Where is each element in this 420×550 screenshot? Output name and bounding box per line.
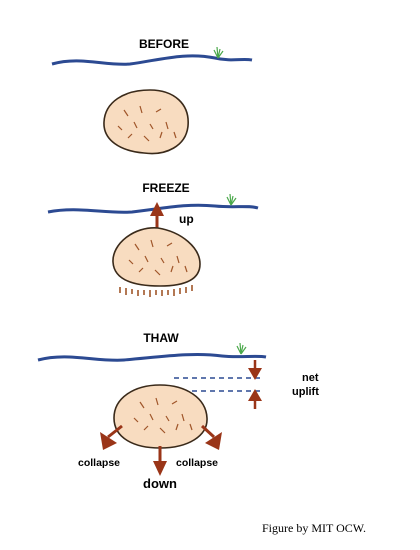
grass-thaw [236, 342, 247, 355]
ground-surface-before [51, 54, 253, 66]
up-label: up [179, 212, 194, 226]
thaw-title: THAW [143, 331, 179, 345]
freeze-title: FREEZE [142, 181, 189, 195]
net-uplift-label-line1: net [302, 372, 319, 384]
rock-before [103, 89, 189, 155]
ground-surface-thaw [37, 353, 267, 362]
panel-freeze: FREEZE up [47, 181, 259, 297]
collapse-arrow-left [100, 424, 123, 450]
up-arrow [150, 202, 164, 230]
rock-freeze [112, 227, 201, 287]
net-uplift-label-line2: uplift [292, 386, 319, 398]
collapse-label-left: collapse [78, 457, 120, 469]
figure-caption: Figure by MIT OCW. [262, 521, 366, 535]
down-label: down [143, 476, 177, 491]
grass-freeze [226, 193, 237, 206]
ground-surface-freeze [47, 203, 259, 214]
ice-needles [119, 285, 193, 297]
down-arrow [153, 446, 167, 476]
collapse-label-right: collapse [176, 457, 218, 469]
panel-before: BEFORE [51, 37, 253, 155]
panel-thaw: THAW net uplift collapse collapse dow [37, 331, 319, 491]
uplift-arrows [248, 360, 262, 409]
rock-thaw [113, 384, 208, 449]
collapse-arrow-right [200, 424, 222, 450]
grass-before [213, 46, 224, 59]
before-title: BEFORE [139, 37, 189, 51]
